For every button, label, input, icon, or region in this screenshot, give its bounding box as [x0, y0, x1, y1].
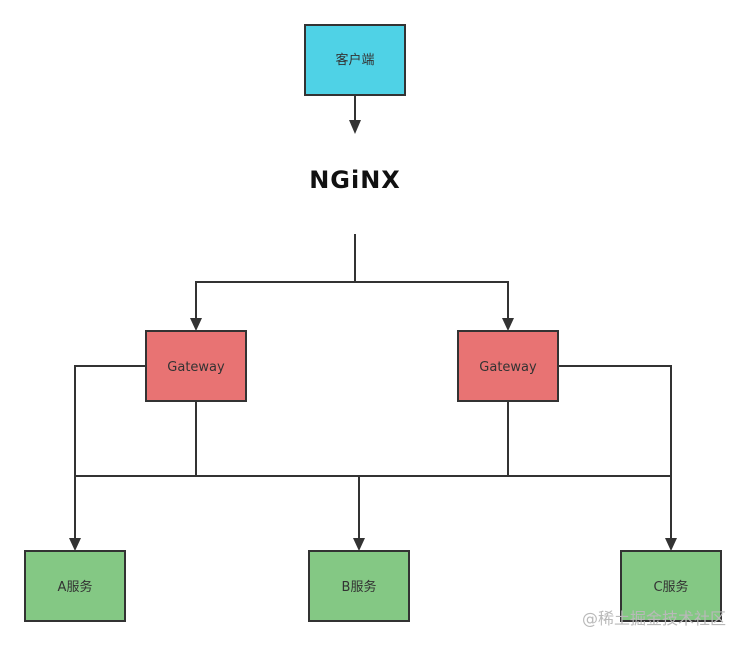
arrowhead-gateway-left — [190, 318, 202, 331]
node-gateway-left-box — [145, 330, 247, 402]
arrowhead-nginx — [349, 120, 361, 134]
node-client[interactable]: 客户端 — [304, 24, 406, 96]
arrowhead-service-a — [69, 538, 81, 551]
node-gateway-left[interactable]: Gateway — [145, 330, 247, 402]
node-service-c-box — [620, 550, 722, 622]
node-client-box — [304, 24, 406, 96]
node-gateway-right[interactable]: Gateway — [457, 330, 559, 402]
arrowhead-service-c — [665, 538, 677, 551]
node-gateway-right-box — [457, 330, 559, 402]
node-service-c[interactable]: C服务 — [620, 550, 722, 622]
arrowhead-gateway-right — [502, 318, 514, 331]
watermark: @稀土掘金技术社区 — [582, 609, 726, 628]
node-service-a-box — [24, 550, 126, 622]
node-gateway-left-label: Gateway — [167, 360, 225, 375]
edges — [69, 96, 677, 551]
node-service-a-label: A服务 — [58, 579, 93, 595]
node-service-b-box — [308, 550, 410, 622]
node-service-b-label: B服务 — [342, 579, 377, 595]
arrowhead-service-b — [353, 538, 365, 551]
edge-nginx-to-gateway-right — [355, 281, 509, 318]
edge-gateway-left-side — [74, 365, 146, 476]
node-service-c-label: C服务 — [653, 579, 688, 595]
node-gateway-right-label: Gateway — [479, 360, 537, 375]
edge-nginx-to-gateway-left — [195, 281, 355, 318]
nginx-logo: NGiNX — [309, 166, 401, 194]
nginx-logo-label: NGiNX — [309, 166, 401, 194]
node-service-b[interactable]: B服务 — [308, 550, 410, 622]
edge-gateway-right-side — [558, 365, 672, 476]
node-client-label: 客户端 — [335, 52, 374, 68]
node-service-a[interactable]: A服务 — [24, 550, 126, 622]
